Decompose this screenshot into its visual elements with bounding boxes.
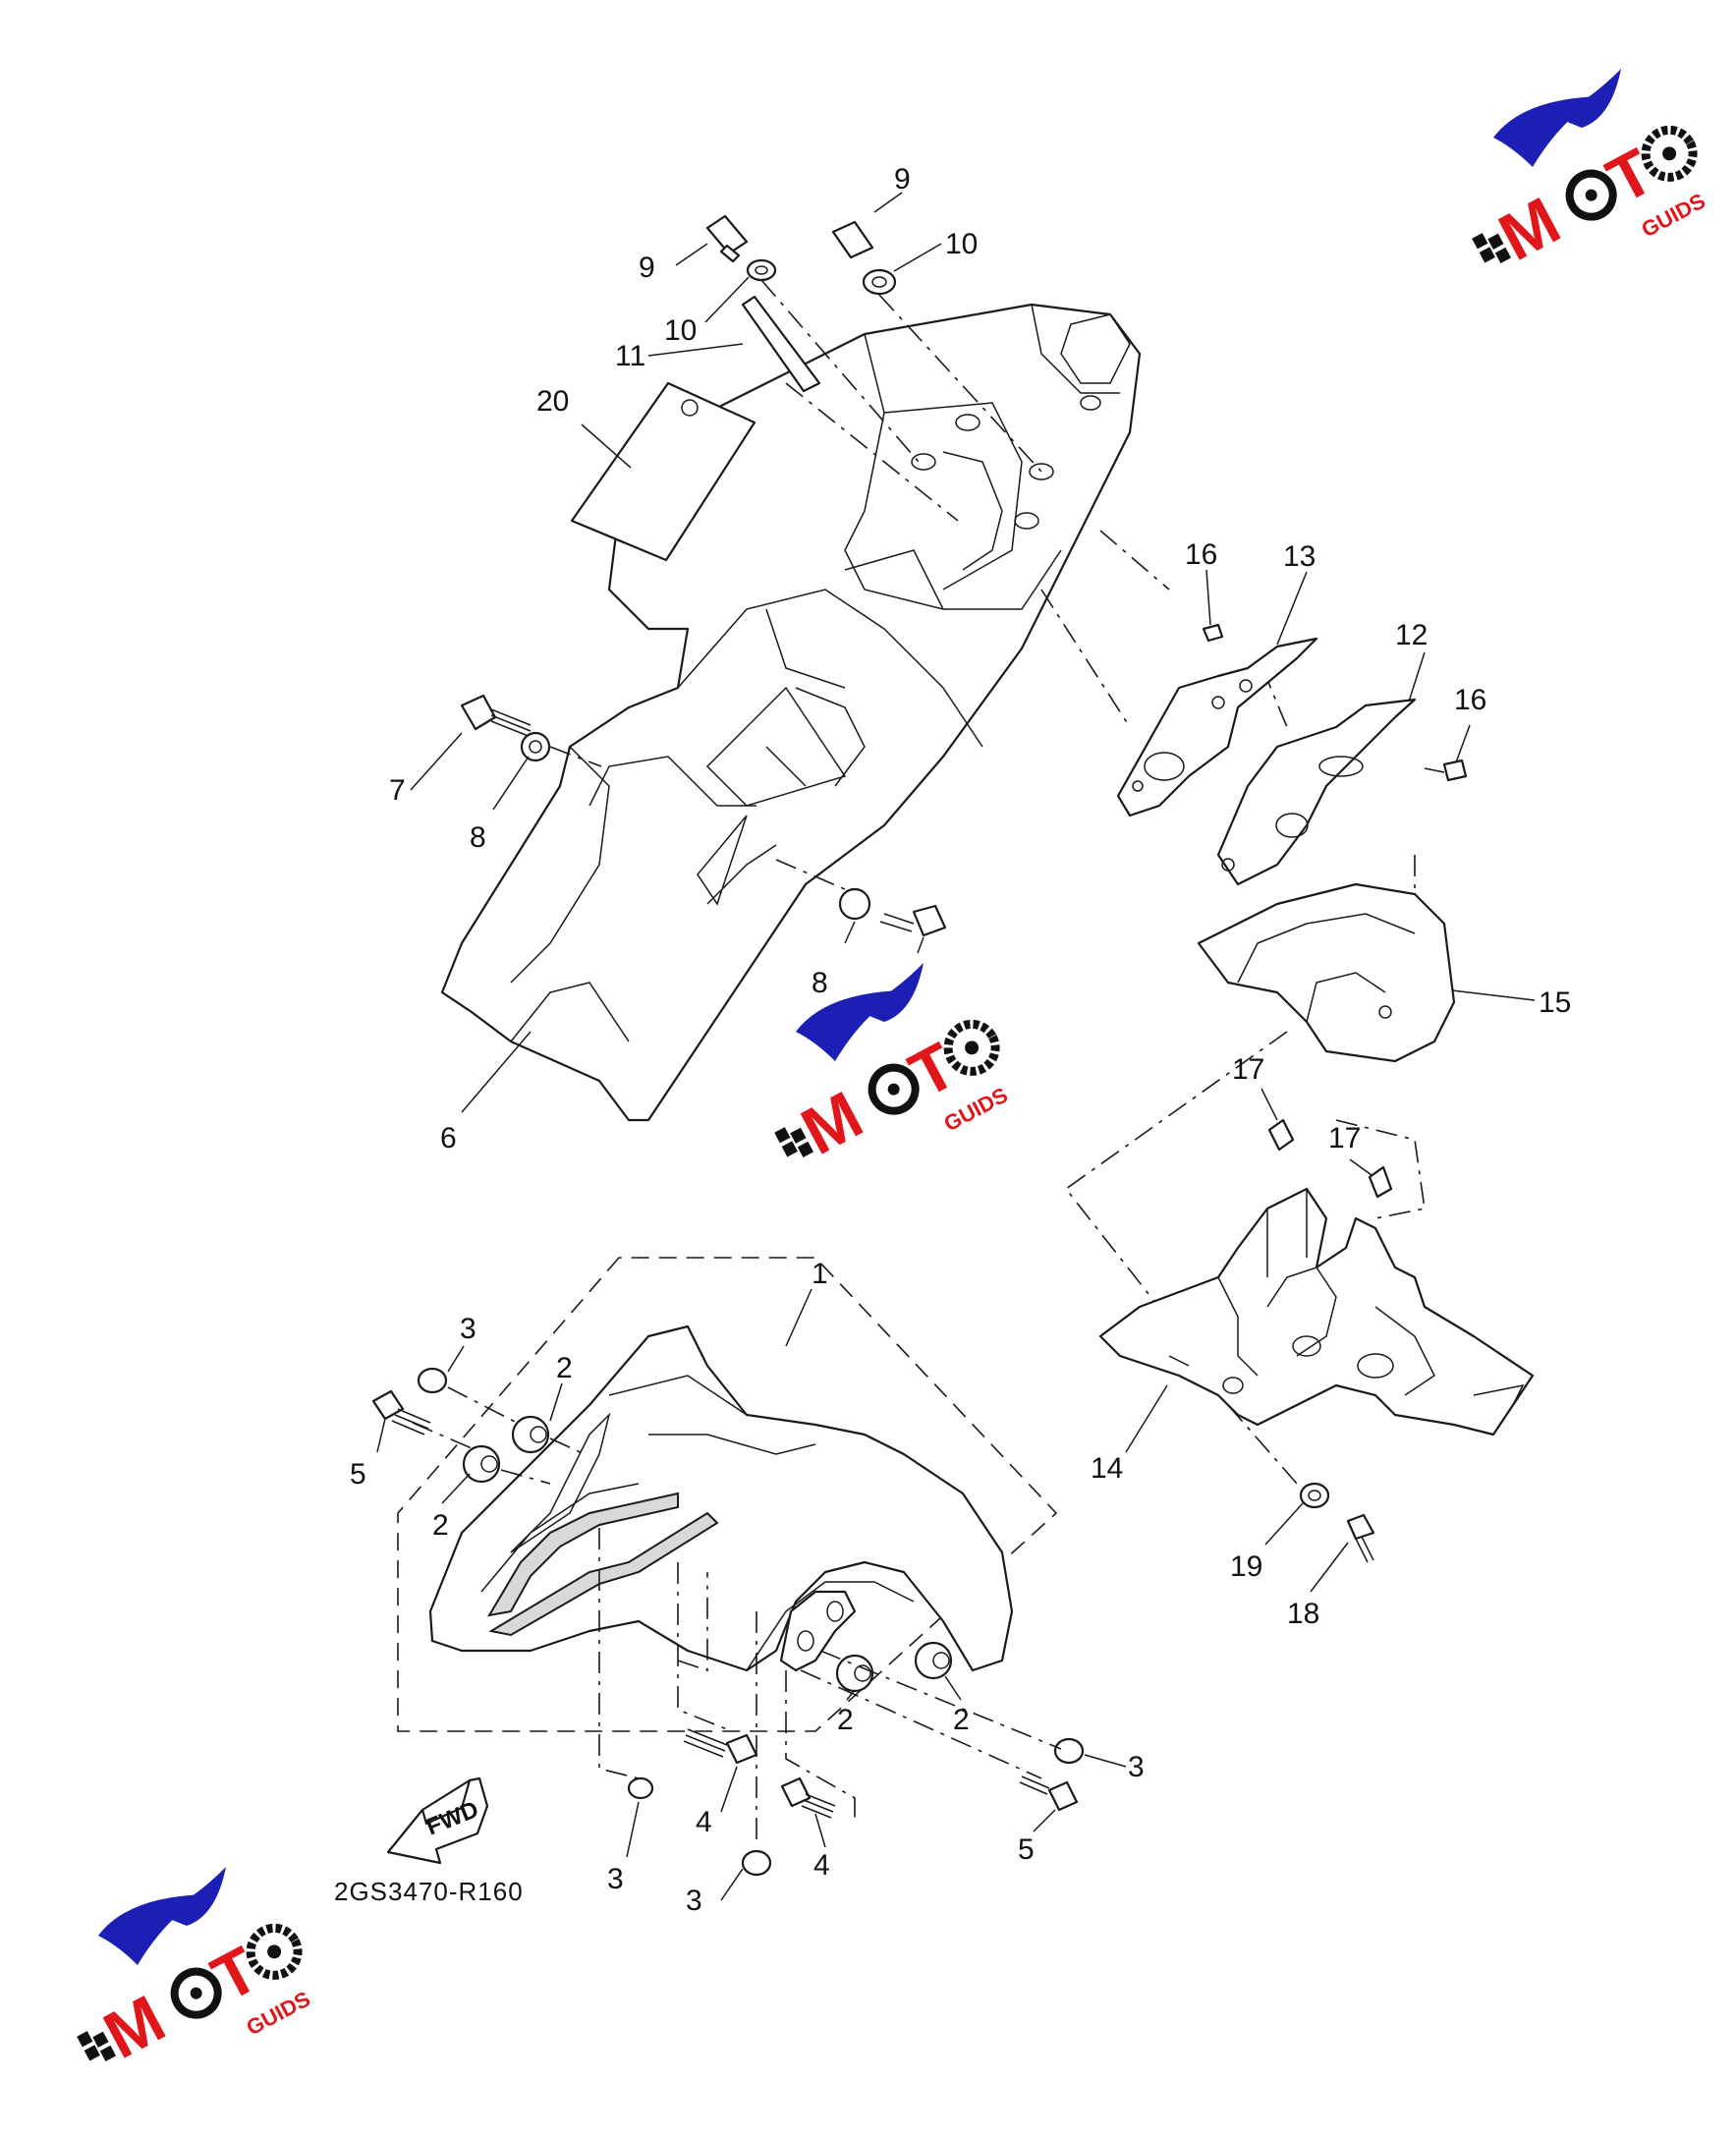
part-13-bracket — [1116, 623, 1318, 817]
front-fender-boundary — [397, 1257, 1058, 1732]
callout-17: 17 — [1232, 1053, 1264, 1086]
callout-6: 6 — [440, 1122, 457, 1154]
callout-11: 11 — [615, 340, 645, 372]
bolt-7-washer-8-top — [460, 694, 947, 937]
part-14-bracket — [1098, 1187, 1535, 1436]
callout-1: 1 — [812, 1258, 828, 1290]
callout-2: 2 — [432, 1509, 449, 1542]
callout-3: 3 — [460, 1313, 476, 1345]
part-20-label — [570, 381, 756, 562]
callout-16: 16 — [1454, 684, 1486, 716]
part-17-clips — [1267, 1118, 1393, 1199]
callout-16: 16 — [1185, 538, 1217, 571]
part-15-cover — [1197, 882, 1456, 1063]
rear-fender — [440, 303, 1142, 1122]
callout-3: 3 — [686, 1885, 702, 1917]
moto-guids-logo-bottom-left: GUIDS — [68, 1867, 314, 2086]
callout-12: 12 — [1395, 619, 1428, 651]
fwd-arrow: FWD — [386, 1776, 489, 1865]
callout-10: 10 — [945, 228, 978, 260]
callout-5: 5 — [1018, 1833, 1035, 1866]
callout-20: 20 — [536, 385, 569, 418]
callout-14: 14 — [1091, 1452, 1123, 1485]
part-12-bracket — [1216, 698, 1468, 886]
callout-3: 3 — [1128, 1751, 1145, 1783]
callout-3: 3 — [607, 1863, 624, 1895]
callout-2: 2 — [837, 1704, 854, 1736]
callout-18: 18 — [1287, 1598, 1319, 1630]
callout-4: 4 — [813, 1849, 830, 1882]
callout-19: 19 — [1230, 1550, 1262, 1583]
callout-7: 7 — [389, 774, 406, 807]
callout-17: 17 — [1328, 1122, 1361, 1154]
callout-4: 4 — [696, 1806, 712, 1838]
callout-8: 8 — [470, 821, 486, 854]
callout-13: 13 — [1283, 540, 1316, 573]
front-fender — [428, 1324, 1014, 1672]
part-code: 2GS3470-R160 — [334, 1877, 524, 1906]
callout-numbers: 9 9 10 10 11 20 16 13 12 16 7 8 8 15 6 1… — [350, 163, 1571, 1917]
callout-15: 15 — [1539, 986, 1571, 1019]
callout-leaders — [376, 192, 1536, 1901]
leader-lines-front — [412, 1386, 1062, 1847]
callout-10: 10 — [664, 314, 697, 347]
callout-9: 9 — [894, 163, 911, 196]
part-19-18-fasteners — [1299, 1482, 1375, 1563]
callout-5: 5 — [350, 1458, 366, 1491]
bolts-9-washers-10 — [705, 214, 897, 296]
callout-9: 9 — [639, 252, 655, 284]
moto-guids-logo-top-right: GUIDS — [1463, 69, 1709, 288]
moto-guids-logo-center: GUIDS — [765, 963, 1012, 1182]
callout-2: 2 — [556, 1352, 573, 1384]
callout-2: 2 — [953, 1704, 970, 1736]
part-11-clip — [741, 295, 821, 393]
callout-8: 8 — [812, 967, 828, 999]
